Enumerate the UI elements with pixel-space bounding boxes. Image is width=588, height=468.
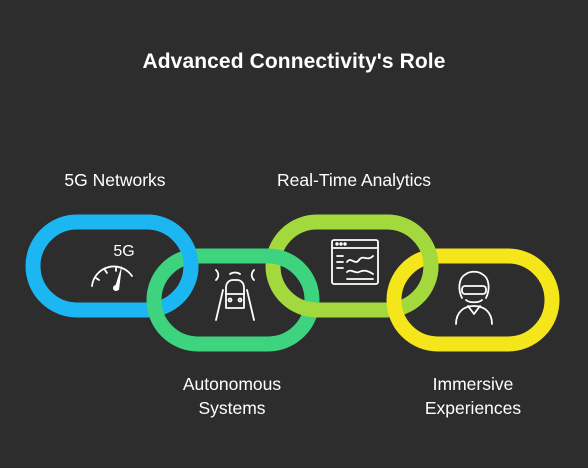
chain-link-analytics-overlap <box>380 214 439 284</box>
chain-link-autonomous <box>146 248 320 352</box>
label-autonomous-line2: Systems <box>198 398 266 418</box>
label-real-time-analytics: Real-Time Analytics <box>277 170 431 190</box>
label-autonomous-systems: Autonomous Systems <box>152 372 312 420</box>
label-5g-networks: 5G Networks <box>64 170 166 190</box>
gauge-5g-icon: 5G <box>91 243 135 291</box>
label-immersive-experiences: Immersive Experiences <box>393 372 553 420</box>
autonomous-car-icon <box>215 269 255 321</box>
vr-headset-person-icon <box>455 270 493 325</box>
diagram-title: Advanced Connectivity's Role <box>142 50 446 73</box>
chain-link-immersive <box>386 248 560 352</box>
gauge-5g-text: 5G <box>113 243 134 260</box>
label-immersive-line2: Experiences <box>424 398 522 418</box>
label-autonomous-line1: Autonomous <box>182 374 282 394</box>
analytics-dashboard-icon <box>331 239 379 285</box>
label-immersive-line1: Immersive <box>432 374 514 394</box>
chain-link-5g-overlap <box>140 214 199 284</box>
